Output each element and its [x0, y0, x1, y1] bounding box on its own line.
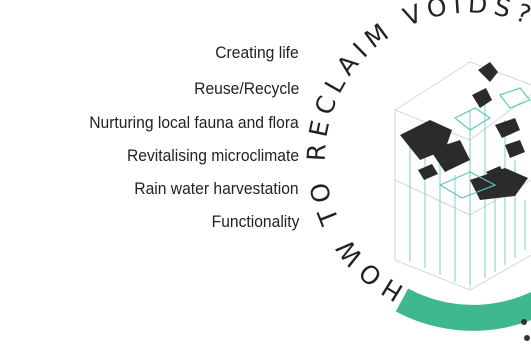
list-item-reuse-recycle: Reuse/Recycle — [193, 79, 299, 98]
list-item-rainwater: Rain water harvestation — [134, 179, 299, 198]
list-item-functionality: Functionality — [211, 212, 299, 231]
dot-mark — [521, 319, 527, 325]
list-item-microclimate: Revitalising microclimate — [126, 146, 299, 165]
list-item-creating-life: Creating life — [215, 43, 299, 62]
site-model-illustration — [394, 61, 531, 291]
accent-arc — [395, 288, 531, 331]
dot-mark — [524, 335, 530, 341]
list-item-fauna-flora: Nurturing local fauna and flora — [89, 113, 299, 132]
